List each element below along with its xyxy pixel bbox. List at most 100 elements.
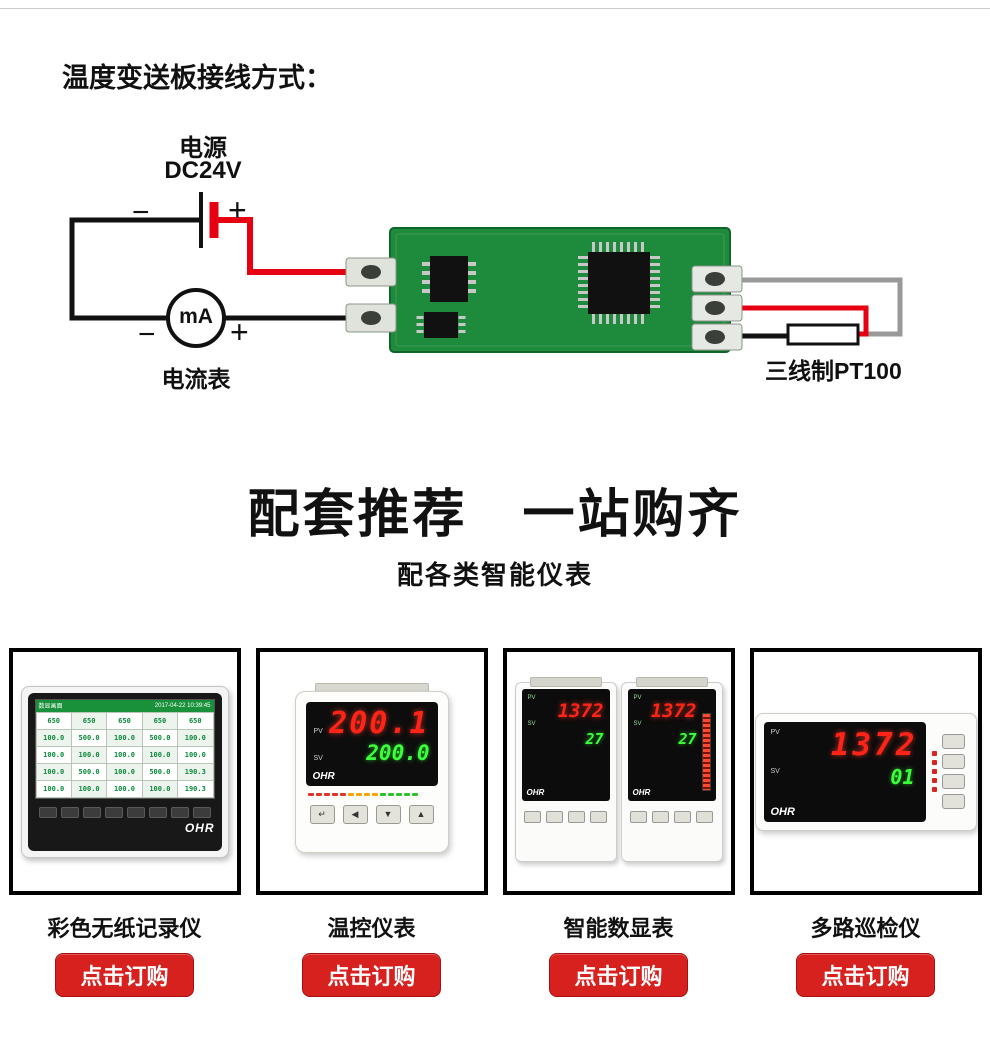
- promo-title: 配套推荐 一站购齐: [247, 486, 743, 544]
- wiring-section: 温度变送板接线方式： 电源 DC24V − + − + mA 电流表 三线制PT…: [0, 0, 990, 430]
- meter-key: [941, 774, 965, 789]
- recorder-screen-cell: 100.0: [71, 746, 107, 763]
- recorder-screen-cell: 100.0: [107, 763, 142, 780]
- pv-value: 1372: [557, 699, 604, 722]
- recorder-key: [60, 806, 79, 818]
- ammeter-label: 电流表: [161, 366, 231, 392]
- pt100-resistor: [786, 323, 860, 346]
- recorder-screen-cell: 100.0: [36, 780, 71, 797]
- indicator-strip: [307, 792, 436, 796]
- ammeter-circle: [166, 288, 226, 348]
- pv-label: PV: [313, 727, 323, 735]
- meter-plus-sign: +: [230, 314, 249, 350]
- recorder-screen-cell: 650: [178, 712, 213, 729]
- product-col-multichannel: PV 1372 SV 01 OHR 多路巡检仪 点击订购: [749, 648, 982, 997]
- pv-label: PV: [527, 694, 536, 701]
- recorder-screen-cell: 500.0: [142, 729, 178, 746]
- pv-label: PV: [770, 728, 780, 736]
- recorder-screen-cell: 100.0: [107, 729, 142, 746]
- recorder-key: [192, 806, 211, 818]
- wiring-section-title: 温度变送板接线方式：: [62, 63, 332, 93]
- panel-clamp: [529, 676, 602, 687]
- shift-key-icon: ◀: [342, 804, 368, 824]
- ic1-chip: [430, 256, 468, 302]
- recorder-screen-cell: 190.3: [178, 763, 213, 780]
- recorder-key: [104, 806, 123, 818]
- meter-key: [941, 794, 965, 809]
- recorder-screen-cell: 100.0: [36, 729, 71, 746]
- sv-value: 27: [678, 729, 697, 748]
- meter-key: [590, 810, 607, 823]
- power-label: 电源: [179, 135, 227, 162]
- recorder-key: [170, 806, 189, 818]
- ammeter-ma-text: mA: [179, 305, 213, 328]
- set-key-icon: ↵: [309, 804, 335, 824]
- pv-value: 200.1: [329, 705, 430, 741]
- recorder-screen-cell: 100.0: [178, 746, 213, 763]
- meter-key: [630, 810, 647, 823]
- recorder-screen-tab: 数显画面: [38, 704, 63, 710]
- digital-display-image: PV 1372 SV 27 OHR PV 1372 SV: [514, 676, 723, 862]
- order-button-temp-controller[interactable]: 点击订购: [302, 953, 441, 997]
- sv-value: 27: [585, 729, 604, 748]
- meter-key: [546, 810, 563, 823]
- mcu-chip: [588, 252, 650, 314]
- recorder-screen-cell: 100.0: [71, 780, 107, 797]
- sv-value: 200.0: [366, 740, 430, 765]
- product-name-multichannel: 多路巡检仪: [810, 916, 921, 941]
- wire-red-sensor: [740, 305, 869, 337]
- product-card-multichannel: PV 1372 SV 01 OHR: [749, 648, 982, 895]
- recorder-screen-cell: 100.0: [142, 780, 178, 797]
- recorder-screen-cell: 100.0: [142, 746, 178, 763]
- recorder-screen-cell: 650: [71, 712, 107, 729]
- up-key-icon: ▲: [408, 804, 434, 824]
- pv-value: 1372: [830, 726, 918, 763]
- top-divider: [0, 8, 990, 9]
- recorder-screen-cell: 500.0: [71, 763, 107, 780]
- temp-controller-image: PV 200.1 SV 200.0 OHR ↵ ◀: [294, 682, 449, 853]
- power-voltage-label: DC24V: [164, 157, 242, 184]
- recorder-screen-time: 2017-04-22 10:39:45: [154, 702, 211, 709]
- promo-subtitle: 配各类智能仪表: [396, 560, 593, 590]
- wire-red: [216, 217, 380, 275]
- order-button-digital-display[interactable]: 点击订购: [549, 953, 688, 997]
- controller-display: PV 200.1 SV 200.0 OHR: [305, 701, 438, 786]
- recorder-screen-cell: 100.0: [107, 746, 142, 763]
- brand-logo: OHR: [312, 770, 335, 782]
- order-button-multichannel[interactable]: 点击订购: [796, 953, 935, 997]
- product-card-temp-controller: PV 200.1 SV 200.0 OHR ↵ ◀: [255, 648, 488, 895]
- recorder-screen-cell: 500.0: [142, 763, 178, 780]
- product-name-temp-controller: 温控仪表: [327, 916, 416, 941]
- brand-logo: OHR: [184, 820, 215, 835]
- sv-label: SV: [770, 767, 780, 775]
- recorder-screen-cell: 650: [36, 712, 71, 729]
- meter-key: [524, 810, 541, 823]
- pv-value: 1372: [650, 699, 697, 722]
- recorder-key: [126, 806, 145, 818]
- wire-gray-sensor: [740, 277, 903, 337]
- multichannel-meter-image: PV 1372 SV 01 OHR: [754, 712, 977, 831]
- order-button-recorder[interactable]: 点击订购: [55, 953, 194, 997]
- product-col-temp-controller: PV 200.1 SV 200.0 OHR ↵ ◀: [255, 648, 488, 997]
- recorder-screen-cell: 100.0: [178, 729, 213, 746]
- panel-clamp: [635, 676, 708, 687]
- recorder-key: [38, 806, 57, 818]
- product-card-digital-display: PV 1372 SV 27 OHR PV 1372 SV: [502, 648, 735, 895]
- controller-keys: ↵ ◀ ▼ ▲: [306, 804, 438, 824]
- battery-plus-sign: +: [228, 192, 247, 228]
- product-col-digital-display: PV 1372 SV 27 OHR PV 1372 SV: [502, 648, 735, 997]
- recorder-screen-cell: 100.0: [36, 763, 71, 780]
- meter-key: [674, 810, 691, 823]
- brand-logo: OHR: [526, 787, 545, 797]
- recorder-screen-cell: 190.3: [178, 780, 213, 797]
- promo-section: 配套推荐 一站购齐 配各类智能仪表: [0, 430, 990, 590]
- indicator-leds: [931, 751, 937, 792]
- bargraph-indicator: [701, 712, 711, 791]
- meter-key: [941, 734, 965, 749]
- battery-minus-sign: −: [132, 196, 150, 229]
